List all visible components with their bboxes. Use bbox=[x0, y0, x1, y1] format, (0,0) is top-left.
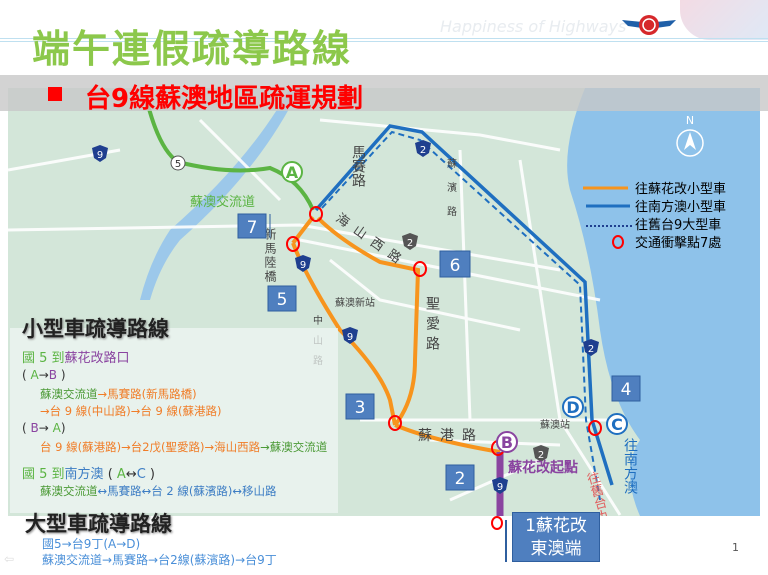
svg-text:交通衝擊點7處: 交通衝擊點7處 bbox=[635, 235, 721, 251]
divider bbox=[0, 38, 768, 39]
svg-text:9: 9 bbox=[347, 332, 353, 343]
label-xinma: 新馬陸橋 bbox=[263, 227, 277, 284]
route-ab-line1: 蘇澳交流道→馬賽路(新馬路橋) bbox=[40, 387, 197, 401]
shield-9-icon: 9 bbox=[92, 145, 108, 162]
shield-2-icon: 2 bbox=[402, 233, 418, 250]
box-3: 3 bbox=[345, 393, 375, 420]
shield-2-icon: 2 bbox=[583, 339, 599, 356]
svg-text:2: 2 bbox=[588, 344, 594, 355]
shield-9-icon: 9 bbox=[492, 477, 508, 494]
point-c: C bbox=[606, 413, 628, 435]
svg-text:9: 9 bbox=[97, 150, 103, 161]
svg-text:7: 7 bbox=[247, 218, 258, 238]
route-ba: ( B→ A) bbox=[22, 421, 66, 435]
route-ab: ( A→B ) bbox=[22, 368, 66, 382]
large-vehicle-heading: 大型車疏導路線 bbox=[25, 512, 172, 536]
svg-text:N: N bbox=[686, 114, 694, 127]
impact-points bbox=[286, 206, 602, 456]
label-interchange: 蘇澳交流道 bbox=[190, 194, 255, 210]
label-shengai: 聖愛路 bbox=[424, 296, 440, 356]
page-title: 端午連假疏導路線 bbox=[32, 27, 353, 71]
large-route-line2: 蘇澳交流道→馬賽路→台2線(蘇濱路)→台9丁 bbox=[42, 553, 277, 567]
svg-text:9: 9 bbox=[300, 260, 306, 271]
svg-text:5: 5 bbox=[277, 290, 288, 310]
route-2-line1: 蘇澳交流道↔馬賽路↔台 2 線(蘇濱路)↔移山路 bbox=[40, 484, 277, 498]
page-number: 1 bbox=[732, 541, 739, 554]
map-graphic: 5 9 9 9 9 2 2 2 2 馬賽路 海山西路 新馬陸橋 聖愛路 中山路 … bbox=[8, 88, 760, 516]
svg-text:D: D bbox=[566, 398, 579, 417]
shield-9-icon: 9 bbox=[295, 255, 311, 272]
box-7: 7 bbox=[237, 213, 271, 239]
svg-text:2: 2 bbox=[420, 145, 426, 156]
svg-text:B: B bbox=[501, 433, 513, 452]
shield-2-icon: 2 bbox=[415, 140, 431, 157]
svg-text:往南方澳小型車: 往南方澳小型車 bbox=[635, 199, 726, 215]
svg-text:4: 4 bbox=[621, 380, 632, 400]
divider bbox=[0, 41, 768, 42]
shield-9-icon: 9 bbox=[342, 327, 358, 344]
route-shields: 5 9 9 9 9 2 2 2 2 bbox=[92, 140, 599, 494]
subtitle-band bbox=[0, 75, 768, 111]
legend: 往蘇花改小型車 往南方澳小型車 往舊台9大型車 交通衝擊點7處 bbox=[583, 181, 726, 251]
route-blue bbox=[314, 124, 614, 486]
box-1: 1蘇花改 東澳端 bbox=[512, 512, 600, 562]
svg-text:A: A bbox=[286, 163, 299, 182]
label-masai: 馬賽路 bbox=[350, 145, 366, 187]
prev-slide-arrow-icon[interactable]: ⇦ bbox=[4, 552, 15, 566]
label-station: 蘇澳站 bbox=[540, 418, 570, 431]
svg-text:往蘇花改小型車: 往蘇花改小型車 bbox=[635, 181, 726, 197]
north-arrow: N bbox=[676, 114, 704, 157]
point-b: B bbox=[496, 431, 518, 453]
label-sugang: 蘇港路 bbox=[418, 428, 484, 444]
route-blue-dashed bbox=[321, 130, 601, 501]
sea bbox=[567, 88, 760, 516]
svg-text:2: 2 bbox=[455, 469, 466, 489]
point-d: D bbox=[562, 396, 584, 418]
box-4: 4 bbox=[611, 375, 641, 402]
small-vehicle-panel bbox=[10, 328, 338, 513]
box-6: 6 bbox=[439, 250, 471, 278]
label-nanfangao: 往南方澳 bbox=[622, 438, 638, 494]
svg-text:3: 3 bbox=[355, 398, 366, 418]
shield-5-icon: 5 bbox=[170, 155, 186, 171]
box-2: 2 bbox=[445, 464, 475, 491]
label-subin: 蘇濱路 bbox=[445, 157, 457, 230]
label-new-station: 蘇澳新站 bbox=[335, 296, 375, 309]
svg-text:5: 5 bbox=[175, 159, 181, 170]
large-route-line1: 國5→台9丁(A→D) bbox=[42, 537, 141, 551]
svg-text:2: 2 bbox=[407, 238, 413, 249]
waypoints: A B C D bbox=[281, 161, 628, 453]
svg-text:9: 9 bbox=[497, 482, 503, 493]
svg-text:6: 6 bbox=[450, 256, 461, 276]
highway-logo-icon bbox=[622, 15, 676, 35]
svg-text:C: C bbox=[611, 415, 623, 434]
route-ab-line2: →台 9 線(中山路)→台 9 線(蘇港路) bbox=[40, 404, 222, 418]
box-5: 5 bbox=[267, 285, 297, 312]
river bbox=[140, 88, 300, 300]
section-subtitle: 台9線蘇澳地區疏運規劃 bbox=[85, 84, 364, 114]
shield-2-icon: 2 bbox=[533, 445, 549, 462]
route-ba-line1: 台 9 線(蘇港路)→台2戊(聖愛路)→海山西路→蘇澳交流道 bbox=[40, 440, 328, 454]
small-vehicle-heading: 小型車疏導路線 bbox=[22, 317, 169, 341]
tagline: Happiness of Highways bbox=[440, 17, 627, 36]
bullet-square-icon bbox=[48, 87, 62, 101]
point-a: A bbox=[281, 161, 303, 183]
svg-text:2: 2 bbox=[538, 450, 544, 461]
route-1-title: 國 5 到蘇花改路口 bbox=[22, 351, 130, 366]
cherry-blossom-decoration bbox=[680, 0, 768, 40]
label-start: 蘇花改起點 bbox=[507, 459, 578, 476]
svg-text:往舊台9大型車: 往舊台9大型車 bbox=[635, 218, 721, 233]
route-2-title: 國 5 到南方澳 ( A↔C ) bbox=[22, 467, 156, 482]
impact-point-1 bbox=[491, 516, 503, 530]
